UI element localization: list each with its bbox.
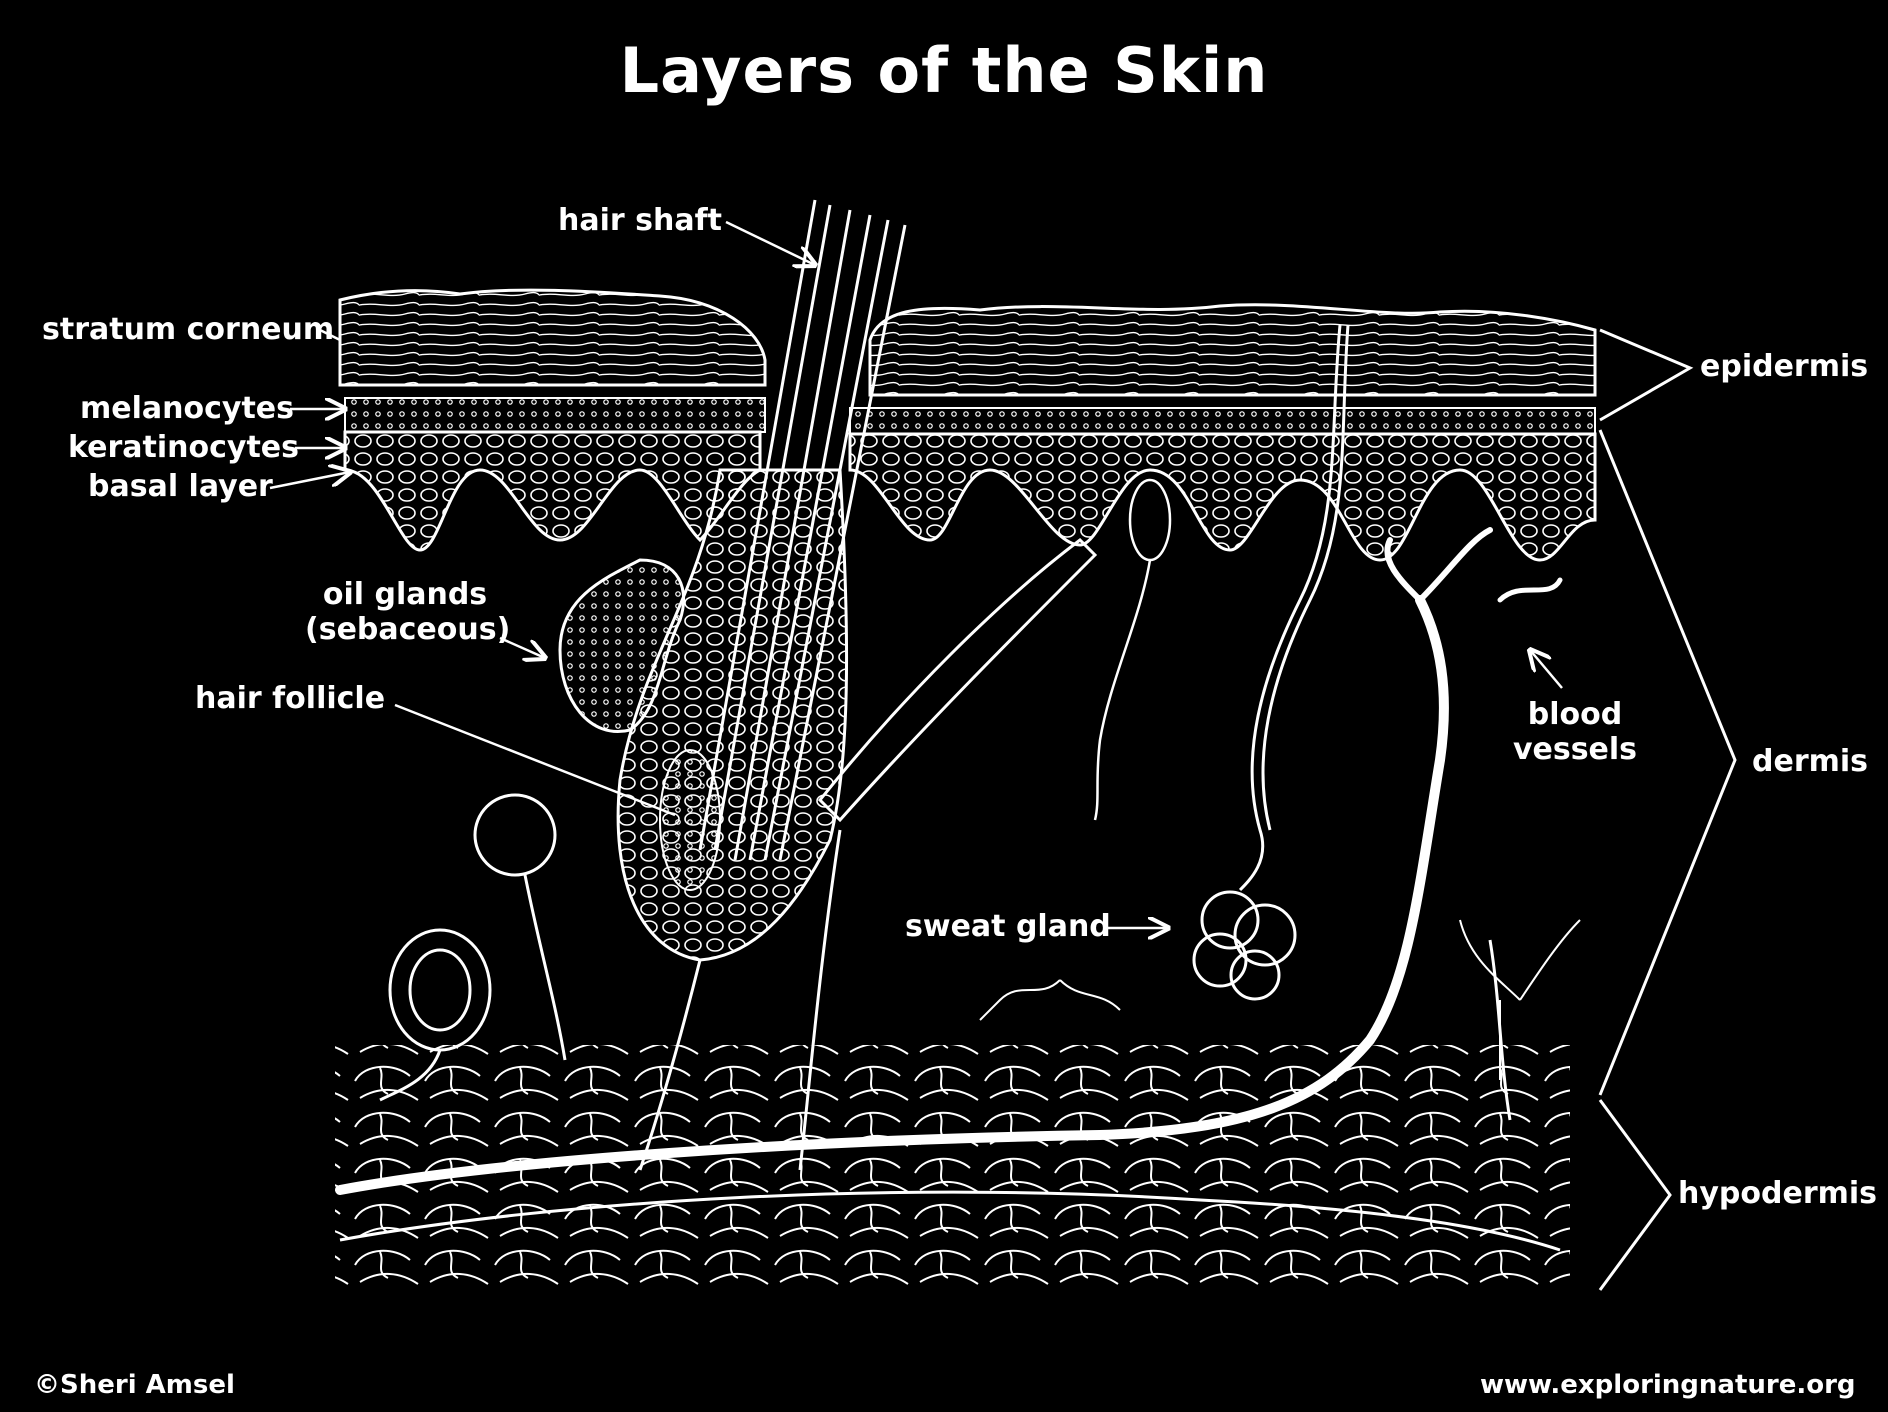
label-dermis: dermis — [1752, 744, 1869, 779]
layer-brackets — [1598, 328, 1737, 1291]
free-nerve-ending — [1093, 478, 1172, 821]
basal-layer-ridges — [343, 430, 1597, 562]
melanocyte-band — [344, 397, 1596, 435]
label-melanocytes: melanocytes — [80, 391, 294, 426]
label-keratinocytes: keratinocytes — [68, 430, 300, 465]
label-blood-vessels: blood vessels — [1510, 697, 1640, 767]
label-oil-glands-line2: (sebaceous) — [305, 611, 511, 647]
label-hypodermis: hypodermis — [1678, 1176, 1878, 1211]
hair-follicle — [616, 468, 849, 962]
credit-text: ©Sheri Amsel — [34, 1370, 235, 1400]
label-hair-shaft: hair shaft — [558, 203, 722, 238]
capillary-branches — [979, 919, 1581, 1080]
stratum-corneum-layer — [338, 288, 1597, 397]
arrector-muscle — [817, 538, 1098, 823]
hair-shaft — [698, 199, 907, 861]
pressure-receptor — [379, 928, 492, 1102]
website-link[interactable]: www.exploringnature.org — [1480, 1370, 1856, 1400]
label-basal-layer: basal layer — [88, 469, 273, 504]
label-blood-vessels-line1: blood — [1527, 697, 1623, 732]
touch-receptor — [473, 793, 567, 1061]
label-sweat-gland: sweat gland — [905, 909, 1111, 944]
label-hair-follicle: hair follicle — [195, 681, 386, 716]
leader-lines — [269, 220, 1563, 928]
sweat-gland — [1192, 324, 1350, 1001]
page-title: Layers of the Skin — [619, 34, 1269, 107]
label-epidermis: epidermis — [1700, 349, 1869, 384]
label-oil-glands: oil glands (sebaceous) — [305, 577, 511, 647]
label-stratum-corneum: stratum corneum — [42, 312, 335, 347]
label-oil-glands-line1: oil glands — [322, 577, 488, 612]
label-blood-vessels-line2: vessels — [1512, 731, 1638, 767]
oil-gland — [558, 558, 686, 733]
